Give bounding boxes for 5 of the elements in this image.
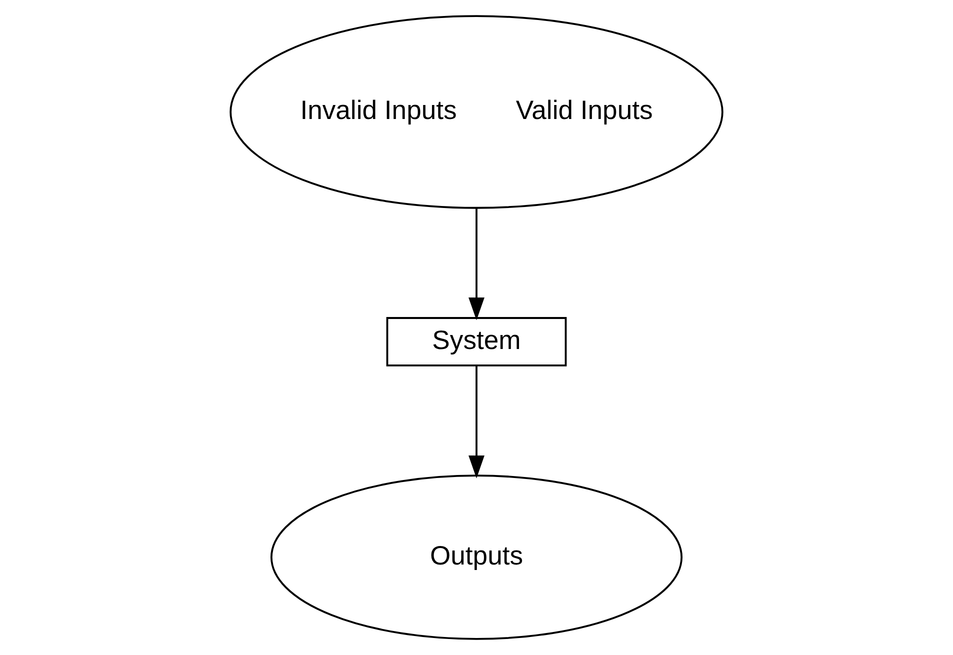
node-ellipse: Invalid Inputs Valid Inputs [230,15,724,209]
arrow [468,208,484,320]
arrow [468,366,484,478]
node-ellipse: Outputs [270,474,683,640]
node-box: System [386,317,567,366]
